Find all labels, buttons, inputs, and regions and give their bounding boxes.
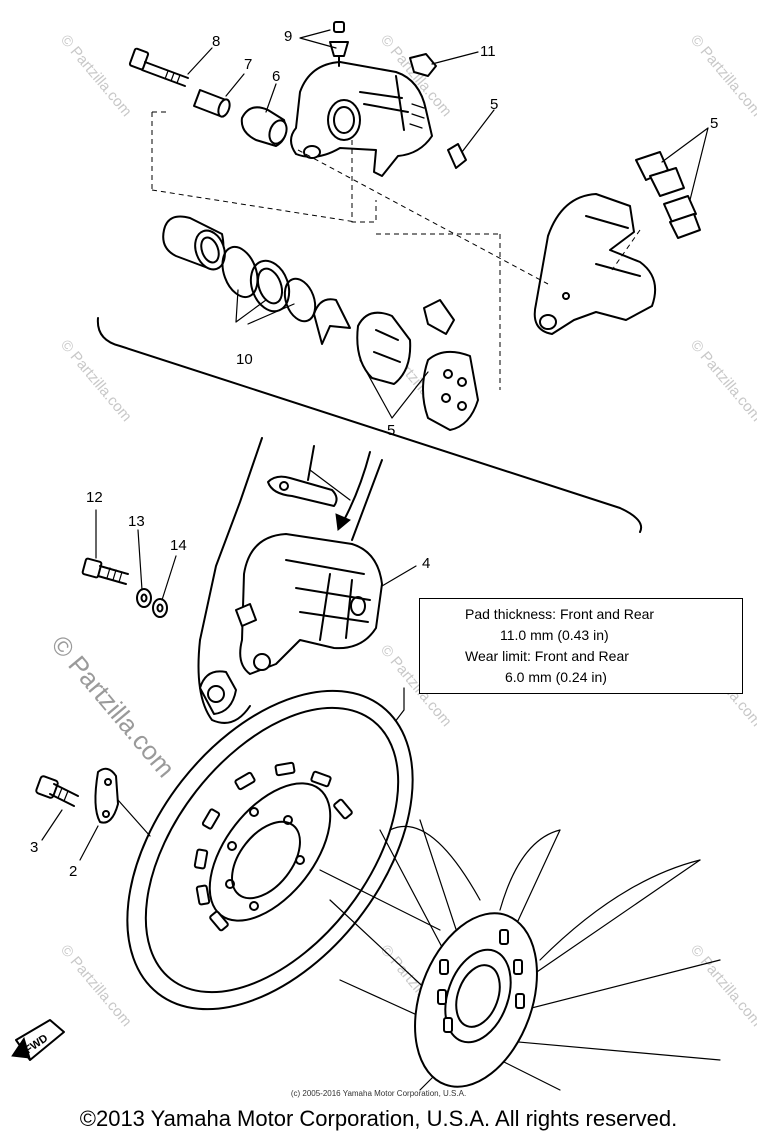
pad-spec-box: Pad thickness: Front and Rear 11.0 mm (0… [419, 598, 743, 694]
boot-6 [240, 106, 288, 147]
bolt-12 [81, 557, 129, 585]
fwd-arrow: FWD [11, 1019, 65, 1061]
caliper-bracket [533, 193, 656, 335]
screw-5-top [447, 143, 467, 169]
pad-clips-5 [635, 151, 701, 239]
watermark: © Partzilla.com [687, 32, 757, 120]
bleed-screw-9 [329, 21, 349, 67]
watermark: © Partzilla.com [687, 337, 757, 425]
watermark-large: © Partzilla.com [45, 630, 181, 783]
piston [162, 215, 226, 271]
alignment-lines [151, 111, 641, 390]
leader-lines-top [187, 29, 709, 419]
piston-seals-10 [221, 245, 317, 323]
callout-3: 3 [30, 839, 38, 856]
washer-14 [152, 598, 168, 618]
callout-5-c: 5 [387, 422, 395, 439]
caliper-body [290, 61, 433, 177]
assembly-arrow [343, 451, 371, 521]
spec-line-pad-thickness: Pad thickness: Front and Rear [465, 606, 655, 622]
assembly-arrow-head [335, 513, 351, 531]
watermark: © Partzilla.com [687, 942, 757, 1030]
bolt-8 [128, 47, 189, 87]
brake-pads-5 [313, 298, 479, 431]
group-bracket-curve [96, 317, 642, 533]
callout-labels: 1 2 3 4 5 5 5 6 7 8 9 10 11 12 13 14 [30, 28, 718, 880]
callout-8: 8 [212, 33, 220, 50]
callout-7: 7 [244, 56, 252, 73]
disc-slots [193, 761, 353, 932]
callout-5-b: 5 [710, 115, 718, 132]
callout-14: 14 [170, 537, 187, 554]
small-copyright: (c) 2005-2016 Yamaha Motor Corporation, … [290, 1089, 467, 1098]
spec-line-wear-value: 6.0 mm (0.24 in) [505, 669, 607, 685]
callout-11: 11 [480, 43, 496, 60]
lock-washer-2 [94, 767, 151, 837]
copyright-footer: ©2013 Yamaha Motor Corporation, U.S.A. A… [79, 1106, 678, 1131]
sleeve-7 [193, 89, 231, 118]
spec-line-pad-value: 11.0 mm (0.43 in) [500, 627, 609, 643]
watermark: © Partzilla.com [57, 337, 135, 425]
brake-disc-1 [126, 689, 414, 1011]
callout-6: 6 [272, 68, 280, 85]
clip-11 [409, 53, 437, 77]
assembled-caliper-4 [235, 533, 417, 675]
callout-9: 9 [284, 28, 292, 45]
bolt-3 [35, 775, 79, 807]
callout-5-a: 5 [490, 96, 498, 113]
callout-10: 10 [236, 351, 253, 368]
watermark: © Partzilla.com [57, 942, 135, 1030]
wheel [319, 819, 721, 1091]
callout-2: 2 [69, 863, 77, 880]
washer-13 [136, 588, 152, 608]
callout-13: 13 [128, 513, 145, 530]
callout-4: 4 [422, 555, 430, 572]
fork-leg [197, 437, 383, 724]
spec-line-wear-limit: Wear limit: Front and Rear [465, 648, 629, 664]
leader-lines-bottom [41, 809, 99, 861]
callout-12: 12 [86, 489, 103, 506]
watermark: © Partzilla.com [57, 32, 135, 120]
